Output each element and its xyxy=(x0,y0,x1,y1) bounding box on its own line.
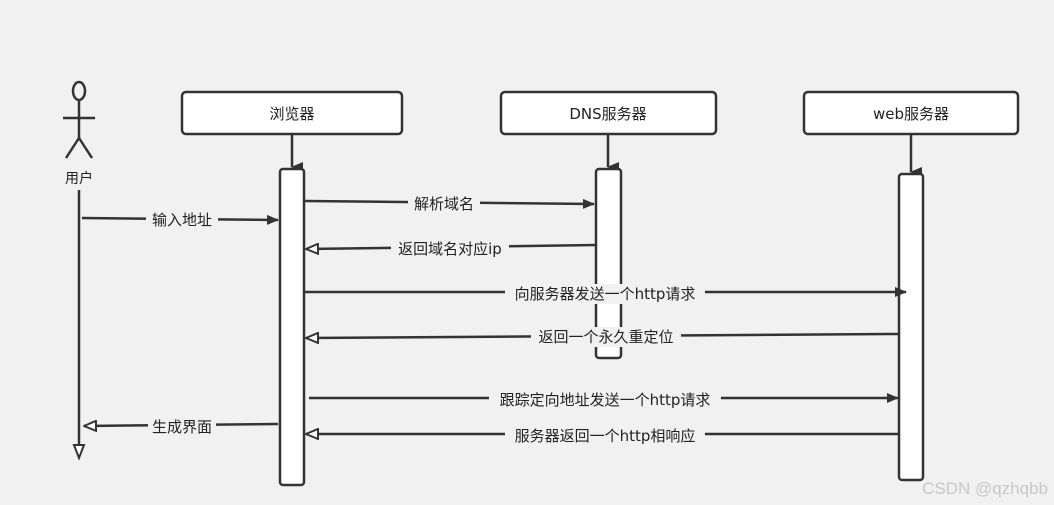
message-http-response: 服务器返回一个http相响应 xyxy=(306,426,898,446)
message-resolve-domain: 解析域名 xyxy=(304,194,595,214)
message-return-redirect: 返回一个永久重定位 xyxy=(306,327,899,347)
message-label: 输入地址 xyxy=(152,211,212,229)
message-label: 跟踪定向地址发送一个http请求 xyxy=(500,391,711,409)
user-actor: 用户 xyxy=(63,80,95,187)
message-input-address: 输入地址 xyxy=(81,210,279,230)
actor-left-leg xyxy=(64,137,81,159)
message-label: 解析域名 xyxy=(414,195,474,213)
message-follow-redirect: 跟踪定向地址发送一个http请求 xyxy=(309,390,899,410)
browser-label: 浏览器 xyxy=(269,105,314,123)
actor-label: 用户 xyxy=(65,170,93,187)
actor-right-leg xyxy=(77,137,94,159)
participant-browser: 浏览器 xyxy=(180,90,404,487)
watermark: CSDN @qzhqbb xyxy=(922,479,1048,498)
message-label: 返回域名对应ip xyxy=(398,240,502,258)
message-send-http-request: 向服务器发送一个http请求 xyxy=(305,284,907,304)
web-label: web服务器 xyxy=(873,105,949,123)
message-return-ip: 返回域名对应ip xyxy=(306,239,597,259)
participant-dns: DNS服务器 xyxy=(499,90,718,360)
actor-head xyxy=(71,80,87,102)
message-label: 向服务器发送一个http请求 xyxy=(515,285,696,303)
web-activation-bar xyxy=(897,172,925,482)
dns-label: DNS服务器 xyxy=(569,105,646,123)
message-label: 返回一个永久重定位 xyxy=(538,328,673,346)
message-render-page: 生成界面 xyxy=(84,417,279,437)
user-lifeline-end-arrow xyxy=(72,444,86,461)
participant-web: web服务器 xyxy=(802,90,1020,482)
message-label: 生成界面 xyxy=(152,418,212,436)
browser-activation-bar xyxy=(278,167,306,487)
dns-activation-bar xyxy=(594,167,623,360)
message-label: 服务器返回一个http相响应 xyxy=(515,427,696,445)
